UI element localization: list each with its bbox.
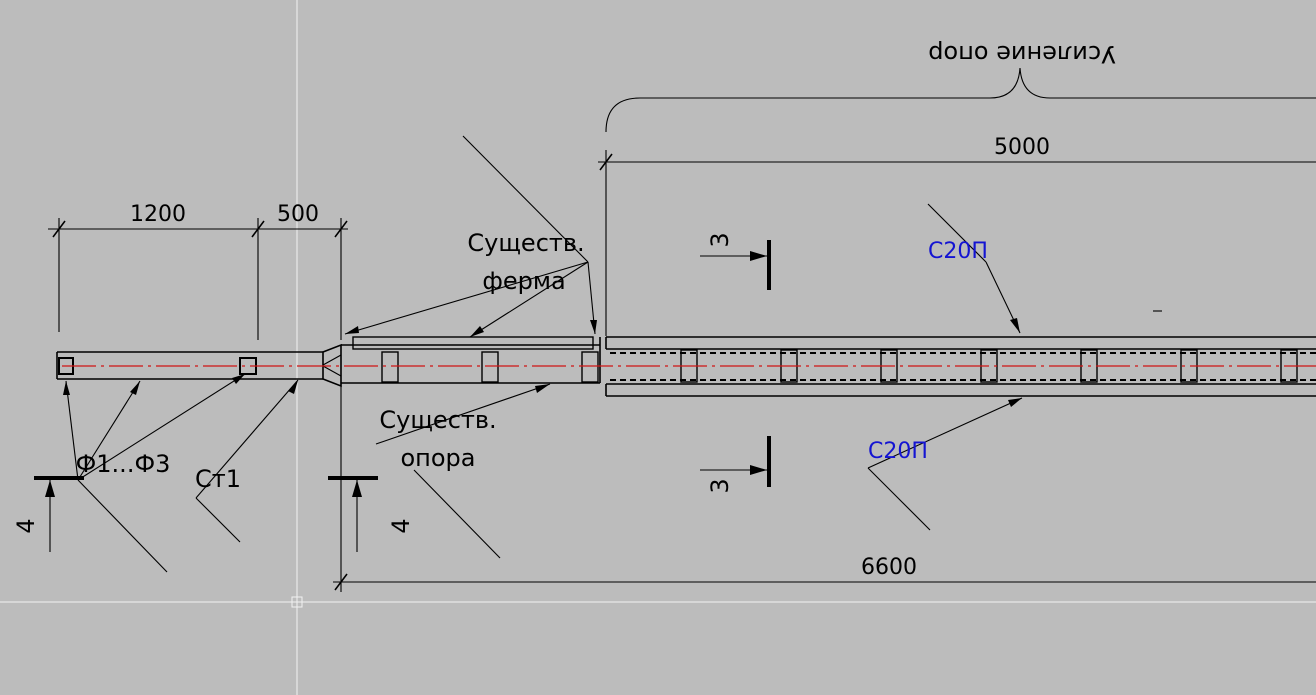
label-usilenie: Усиление опор	[928, 40, 1116, 68]
leader-opora	[375, 383, 551, 559]
leader-c20p-top	[927, 203, 1021, 334]
dim-6600: 6600	[861, 555, 917, 580]
leader-st1	[195, 379, 299, 543]
section-3-bottom: 3	[706, 478, 734, 493]
label-st1: Ст1	[195, 465, 241, 493]
label-f1f3: Ф1...Ф3	[76, 450, 171, 478]
label-opora-1: Существ.	[379, 406, 496, 434]
left-beam	[56, 343, 342, 388]
dimension-5000	[598, 150, 1316, 336]
dim-5000: 5000	[994, 135, 1050, 160]
leader-f1f3	[63, 373, 246, 573]
dim-1200: 1200	[130, 202, 186, 227]
section-mark-3	[700, 240, 771, 487]
label-ferma-2: ферма	[482, 267, 565, 295]
reinforcement-brace	[605, 67, 1316, 133]
leader-ferma	[344, 135, 597, 338]
label-c20p-top: С20П	[928, 239, 988, 264]
existing-support	[341, 336, 601, 384]
dimension-1200-500	[48, 218, 348, 340]
section-mark-4	[34, 476, 378, 552]
label-ferma-1: Существ.	[467, 229, 584, 257]
dim-500: 500	[277, 202, 319, 227]
label-opora-2: опора	[401, 444, 476, 472]
section-4-left: 4	[12, 518, 40, 533]
leader-c20p-bottom	[867, 397, 1023, 531]
label-c20p-bottom: С20П	[868, 439, 928, 464]
dimension-6600	[333, 380, 1316, 592]
section-4-right: 4	[387, 518, 415, 533]
section-3-top: 3	[706, 232, 734, 247]
